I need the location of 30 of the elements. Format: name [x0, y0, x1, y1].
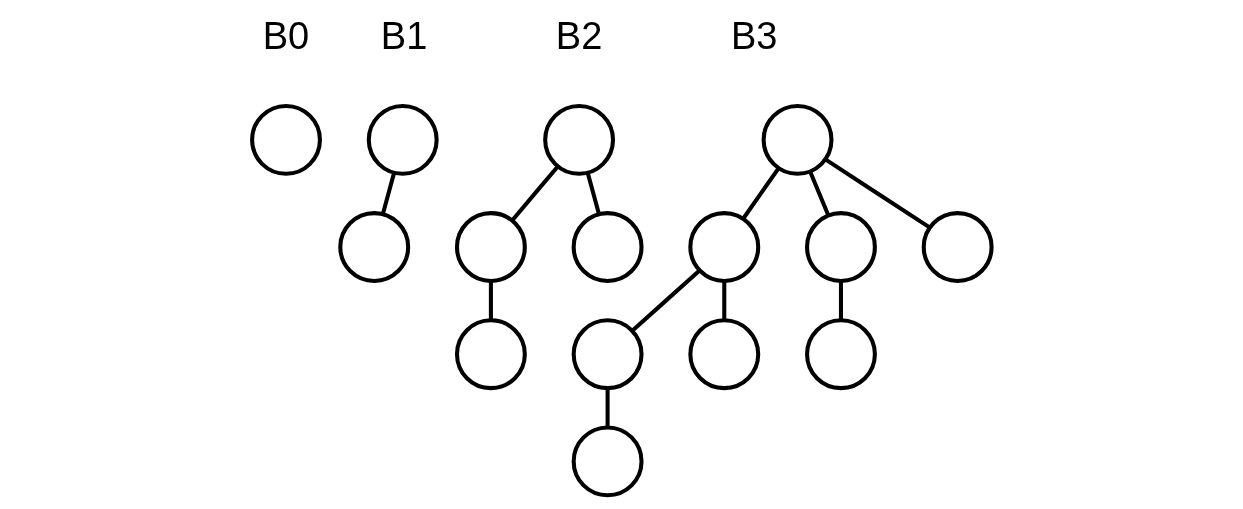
connector [585, 172, 601, 215]
connector [605, 388, 610, 428]
connector [630, 269, 701, 333]
node-circle [571, 318, 644, 391]
connector [808, 170, 831, 216]
node-circle [805, 211, 877, 283]
connector [741, 166, 781, 220]
node-circle [543, 103, 616, 176]
node-circle [250, 103, 322, 176]
node-circle [761, 103, 834, 176]
connector [722, 281, 727, 321]
node-circle [454, 211, 527, 283]
node-circle [688, 211, 761, 283]
label: B0 [262, 15, 310, 58]
connector [824, 157, 931, 230]
connector [380, 172, 396, 215]
connector [510, 165, 560, 222]
node-circle [571, 425, 644, 498]
node-circle [805, 318, 877, 391]
node-circle [366, 103, 439, 176]
label: B1 [380, 15, 428, 58]
node-circle [454, 318, 527, 391]
node-circle [338, 211, 411, 283]
label: B2 [555, 15, 603, 58]
connector [488, 281, 493, 321]
node-circle [921, 211, 994, 283]
node-circle [571, 211, 644, 283]
node-circle [688, 318, 761, 391]
label: B3 [730, 15, 778, 58]
connector [838, 281, 843, 321]
